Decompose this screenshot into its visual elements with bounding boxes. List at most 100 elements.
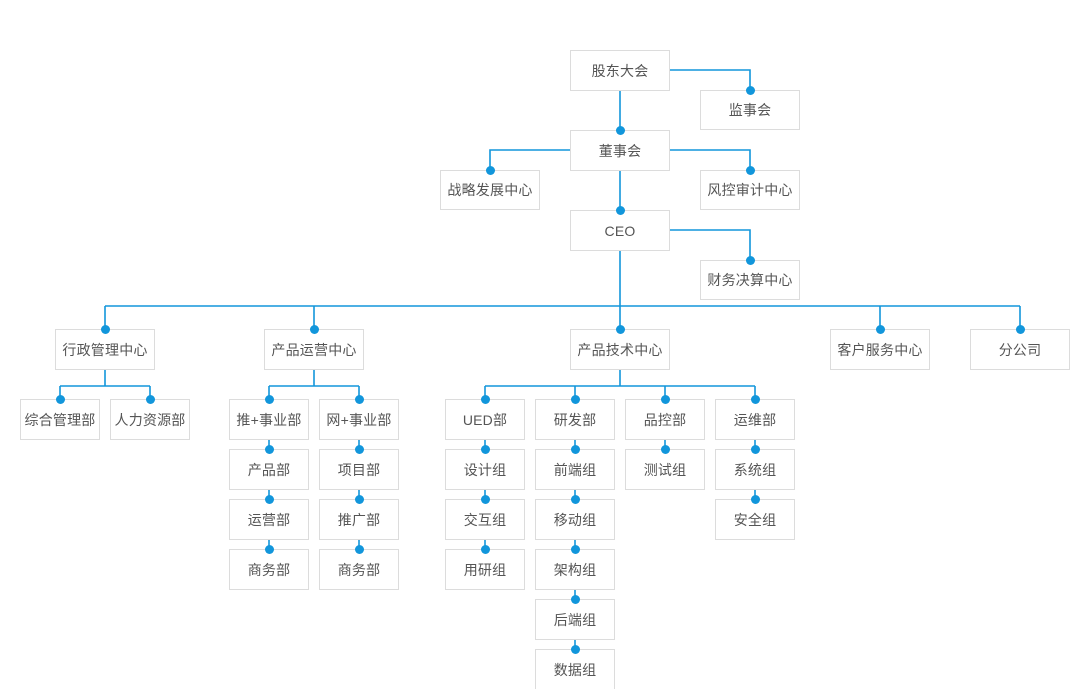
connector-dot-product-tech <box>615 324 625 334</box>
node-label: 推+事业部 <box>236 411 302 428</box>
node-shareholders-meeting[interactable]: 股东大会 <box>570 50 670 91</box>
connector-dot-test-group <box>660 444 670 454</box>
node-product-operation-center[interactable]: 产品运营中心 <box>264 329 364 370</box>
node-business-dept-right[interactable]: 商务部 <box>319 549 399 590</box>
connector-dot-ued <box>480 394 490 404</box>
node-label: 分公司 <box>998 341 1042 358</box>
node-branch-company[interactable]: 分公司 <box>970 329 1070 370</box>
node-label: 行政管理中心 <box>62 341 148 358</box>
connector-dot-admin-center <box>100 324 110 334</box>
node-label: 研发部 <box>553 411 597 428</box>
connector-dot-design-group <box>480 444 490 454</box>
node-design-group[interactable]: 设计组 <box>445 449 525 490</box>
node-architecture-group[interactable]: 架构组 <box>535 549 615 590</box>
node-label: 运维部 <box>733 411 777 428</box>
node-label: 财务决算中心 <box>707 272 793 288</box>
connector-dot-qa <box>660 394 670 404</box>
node-ops-dept[interactable]: 运维部 <box>715 399 795 440</box>
connector-dot-research-group <box>480 544 490 554</box>
connector-dot-board <box>615 125 625 135</box>
connector-dot-general-mgmt <box>55 394 65 404</box>
connector-dot-security-group <box>750 494 760 504</box>
connector-dot-promotion-dept <box>354 494 364 504</box>
node-risk-audit-center[interactable]: 风控审计中心 <box>700 170 800 210</box>
connector-dot-hr <box>145 394 155 404</box>
node-qa-dept[interactable]: 品控部 <box>625 399 705 440</box>
connector-dot-operation-dept <box>264 494 274 504</box>
connector-dot-interaction-group <box>480 494 490 504</box>
node-security-group[interactable]: 安全组 <box>715 499 795 540</box>
connector-dot-tui <box>264 394 274 404</box>
node-label: 商务部 <box>337 561 381 578</box>
connector-dot-finance <box>745 255 755 265</box>
node-test-group[interactable]: 测试组 <box>625 449 705 490</box>
connector-dot-rd <box>570 394 580 404</box>
node-project-dept[interactable]: 项目部 <box>319 449 399 490</box>
node-data-group[interactable]: 数据组 <box>535 649 615 689</box>
node-label: 数据组 <box>553 661 597 678</box>
node-rd-dept[interactable]: 研发部 <box>535 399 615 440</box>
node-label: 测试组 <box>643 461 687 478</box>
node-general-management-dept[interactable]: 综合管理部 <box>20 399 100 440</box>
node-label: 品控部 <box>643 411 687 428</box>
node-frontend-group[interactable]: 前端组 <box>535 449 615 490</box>
node-label: 系统组 <box>733 461 777 478</box>
node-label: 产品部 <box>247 461 291 478</box>
node-customer-service-center[interactable]: 客户服务中心 <box>830 329 930 370</box>
node-ued-dept[interactable]: UED部 <box>445 399 525 440</box>
connector-dot-product-op <box>309 324 319 334</box>
node-label: 安全组 <box>733 511 777 528</box>
node-interaction-group[interactable]: 交互组 <box>445 499 525 540</box>
node-ceo[interactable]: CEO <box>570 210 670 251</box>
edge-ceo-to-finance <box>670 229 751 260</box>
node-label: 商务部 <box>247 561 291 578</box>
connector-dot-project-dept <box>354 444 364 454</box>
node-finance-settlement-center[interactable]: 财务决算中心 <box>700 260 800 300</box>
edge-shareholders-to-supervisory <box>670 69 751 90</box>
connector-dot-risk <box>745 165 755 175</box>
node-label: 董事会 <box>598 142 642 159</box>
node-product-technology-center[interactable]: 产品技术中心 <box>570 329 670 370</box>
node-wang-business-unit[interactable]: 网+事业部 <box>319 399 399 440</box>
node-mobile-group[interactable]: 移动组 <box>535 499 615 540</box>
node-tui-business-unit[interactable]: 推+事业部 <box>229 399 309 440</box>
node-label: 股东大会 <box>591 62 649 79</box>
node-label: 前端组 <box>553 461 597 478</box>
connector-dot-backend-group <box>570 594 580 604</box>
connector-dot-supervisory <box>745 85 755 95</box>
node-business-dept-left[interactable]: 商务部 <box>229 549 309 590</box>
node-label: 监事会 <box>728 102 772 118</box>
node-label: 架构组 <box>553 561 597 578</box>
node-backend-group[interactable]: 后端组 <box>535 599 615 640</box>
connector-dot-branch <box>1015 324 1025 334</box>
edge-board-to-risk <box>670 149 751 170</box>
node-label: 人力资源部 <box>114 411 186 428</box>
node-label: 后端组 <box>553 611 597 628</box>
node-label: 项目部 <box>337 461 381 478</box>
node-supervisory-board[interactable]: 监事会 <box>700 90 800 130</box>
node-label: 战略发展中心 <box>447 182 533 198</box>
node-label: 产品运营中心 <box>271 341 357 358</box>
connector-dot-mobile-group <box>570 494 580 504</box>
connector-dot-system-group <box>750 444 760 454</box>
connector-dot-ceo <box>615 205 625 215</box>
node-label: 风控审计中心 <box>707 182 793 198</box>
node-product-dept[interactable]: 产品部 <box>229 449 309 490</box>
node-admin-management-center[interactable]: 行政管理中心 <box>55 329 155 370</box>
node-system-group[interactable]: 系统组 <box>715 449 795 490</box>
node-strategy-development-center[interactable]: 战略发展中心 <box>440 170 540 210</box>
node-board-of-directors[interactable]: 董事会 <box>570 130 670 171</box>
node-promotion-dept[interactable]: 推广部 <box>319 499 399 540</box>
node-label: 客户服务中心 <box>837 341 923 358</box>
node-operation-dept[interactable]: 运营部 <box>229 499 309 540</box>
connector-dot-customer-service <box>875 324 885 334</box>
node-human-resources-dept[interactable]: 人力资源部 <box>110 399 190 440</box>
node-user-research-group[interactable]: 用研组 <box>445 549 525 590</box>
node-label: 网+事业部 <box>326 411 392 428</box>
connector-dot-product-dept <box>264 444 274 454</box>
node-label: 用研组 <box>463 561 507 578</box>
node-label: 产品技术中心 <box>577 341 663 358</box>
node-label: 运营部 <box>247 511 291 528</box>
edge-board-to-strategy <box>489 149 570 170</box>
